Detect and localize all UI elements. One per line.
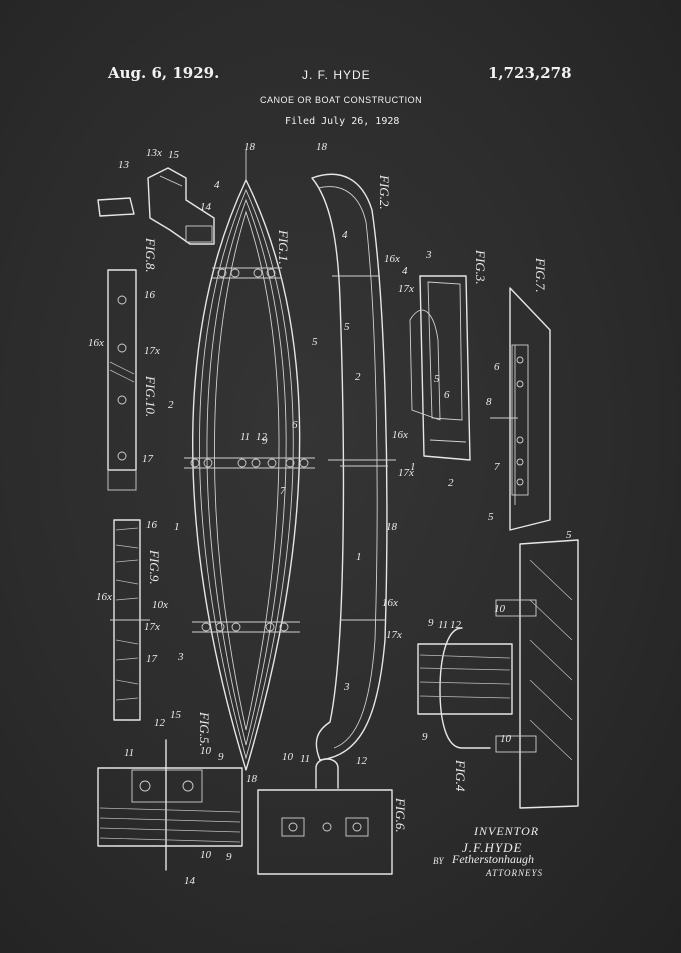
ref-11-fig5: 11 <box>124 747 134 759</box>
ref-12-fig1: 12 <box>256 431 268 443</box>
ref-10-fig4b: 10 <box>500 733 512 745</box>
ref-11-fig1: 11 <box>240 431 250 443</box>
ref-4-fig2: 4 <box>342 229 348 241</box>
ref-14-fig5: 14 <box>184 875 196 887</box>
ref-8-fig7: 8 <box>486 396 492 408</box>
patent-date: Aug. 6, 1929. <box>108 64 220 82</box>
ref-6-fig7: 6 <box>494 361 500 373</box>
fig3-label: FIG.3. <box>473 249 488 285</box>
ref-17x-fig2c: 17x <box>386 629 402 641</box>
ref-17x-fig2: 17x <box>398 283 414 295</box>
fig4-detail <box>417 539 579 809</box>
ref-5-fig3: 5 <box>434 373 440 385</box>
ref-16x-fig2b: 16x <box>392 429 408 441</box>
ref-12-fig4: 12 <box>450 619 462 631</box>
ref-18-top: 18 <box>244 141 256 153</box>
ref-7-fig1: 7 <box>280 485 286 497</box>
ref-5-fig7: 5 <box>488 511 494 523</box>
ref-9-fig4b: 9 <box>422 731 428 743</box>
ref-17-fig9: 17 <box>146 653 158 665</box>
fig1-label: FIG.1. <box>276 229 291 265</box>
inventor-signature: J.F.HYDE <box>462 840 523 855</box>
fig9-detail <box>110 519 150 721</box>
ref-9-fig1: 9 <box>262 435 268 447</box>
ref-16x-fig2c: 16x <box>382 597 398 609</box>
ref-18-fig2b: 18 <box>386 521 398 533</box>
ref-6-fig3: 6 <box>444 389 450 401</box>
ref-18-fig2: 18 <box>316 141 328 153</box>
ref-2-fig3: 2 <box>448 477 454 489</box>
fig8-label: FIG.8. <box>143 237 158 273</box>
ref-1-fig3: 1 <box>410 461 416 473</box>
ref-17x-fig10: 17x <box>144 345 160 357</box>
ref-10-fig5: 10 <box>200 745 212 757</box>
ref-15-fig5: 15 <box>170 709 182 721</box>
ref-14-fig8: 14 <box>200 201 212 213</box>
inventor-label: INVENTOR <box>474 824 540 838</box>
fig10-label: FIG.10. <box>143 375 158 417</box>
fig1-canoe-plan <box>184 150 315 771</box>
ref-10-fig6: 10 <box>282 751 294 763</box>
ref-10x-fig9: 10x <box>152 599 168 611</box>
ref-5-fig1: 5 <box>312 336 318 348</box>
fig5-label: FIG.5. <box>197 711 212 747</box>
fig6-detail <box>257 758 393 875</box>
fig10-detail <box>107 269 137 491</box>
filed-date: Filed July 26, 1928 <box>285 116 400 127</box>
patent-title: CANOE OR BOAT CONSTRUCTION <box>260 95 423 105</box>
ref-5-fig2: 5 <box>344 321 350 333</box>
ref-17x-fig2b: 17x <box>398 467 414 479</box>
inventor-name: J. F. HYDE <box>302 68 371 82</box>
ref-3-fig1: 3 <box>177 651 184 663</box>
ref-2-fig1: 2 <box>168 399 174 411</box>
fig8-detail <box>97 167 215 245</box>
ref-7-fig7: 7 <box>494 461 500 473</box>
ref-17-fig10: 17 <box>142 453 154 465</box>
ref-10-fig4: 10 <box>494 603 506 615</box>
ref-16x-fig2: 16x <box>384 253 400 265</box>
by-label: BY <box>433 856 444 866</box>
ref-16-fig9: 16 <box>146 519 158 531</box>
ref-9-fig5: 9 <box>218 751 224 763</box>
ref-6-fig1: 6 <box>292 419 298 431</box>
fig3-detail <box>409 275 471 461</box>
ref-16x-fig10: 16x <box>88 337 104 349</box>
ref-5-fig4: 5 <box>566 529 572 541</box>
ref-13x: 13x <box>146 147 162 159</box>
fig9-label: FIG.9. <box>147 549 162 585</box>
ref-9-fig4: 9 <box>428 617 434 629</box>
ref-12-fig5: 12 <box>154 717 166 729</box>
ref-16x-fig9: 16x <box>96 591 112 603</box>
attorneys-label: ATTORNEYS <box>486 868 544 878</box>
ref-4-fig1: 4 <box>214 179 220 191</box>
ref-3-fig2: 3 <box>343 681 350 693</box>
ref-12-fig6: 12 <box>356 755 368 767</box>
ref-9-fig5b: 9 <box>226 851 232 863</box>
ref-15-fig8: 15 <box>168 149 180 161</box>
attorney-signature: Fetherstonhaugh <box>452 852 534 866</box>
ref-16-fig10: 16 <box>144 289 156 301</box>
ref-11-fig6: 11 <box>300 753 310 765</box>
ref-3-fig3: 3 <box>425 249 432 261</box>
ref-13: 13 <box>118 159 130 171</box>
fig7-detail <box>490 287 551 531</box>
fig7-label: FIG.7. <box>533 257 548 293</box>
ref-2-fig2: 2 <box>355 371 361 383</box>
patent-number: 1,723,278 <box>488 64 572 82</box>
fig4-label: FIG.4 <box>453 759 468 792</box>
ref-18-bottom: 18 <box>246 773 258 785</box>
ref-11-fig4: 11 <box>438 619 448 631</box>
ref-17x-fig9: 17x <box>144 621 160 633</box>
fig6-label: FIG.6. <box>393 797 408 833</box>
ref-10-fig5b: 10 <box>200 849 212 861</box>
ref-4-fig3: 4 <box>402 265 408 277</box>
ref-1-fig1: 1 <box>174 521 180 533</box>
fig5-detail <box>97 739 243 871</box>
ref-1-fig2: 1 <box>356 551 362 563</box>
fig2-label: FIG.2. <box>377 174 392 210</box>
